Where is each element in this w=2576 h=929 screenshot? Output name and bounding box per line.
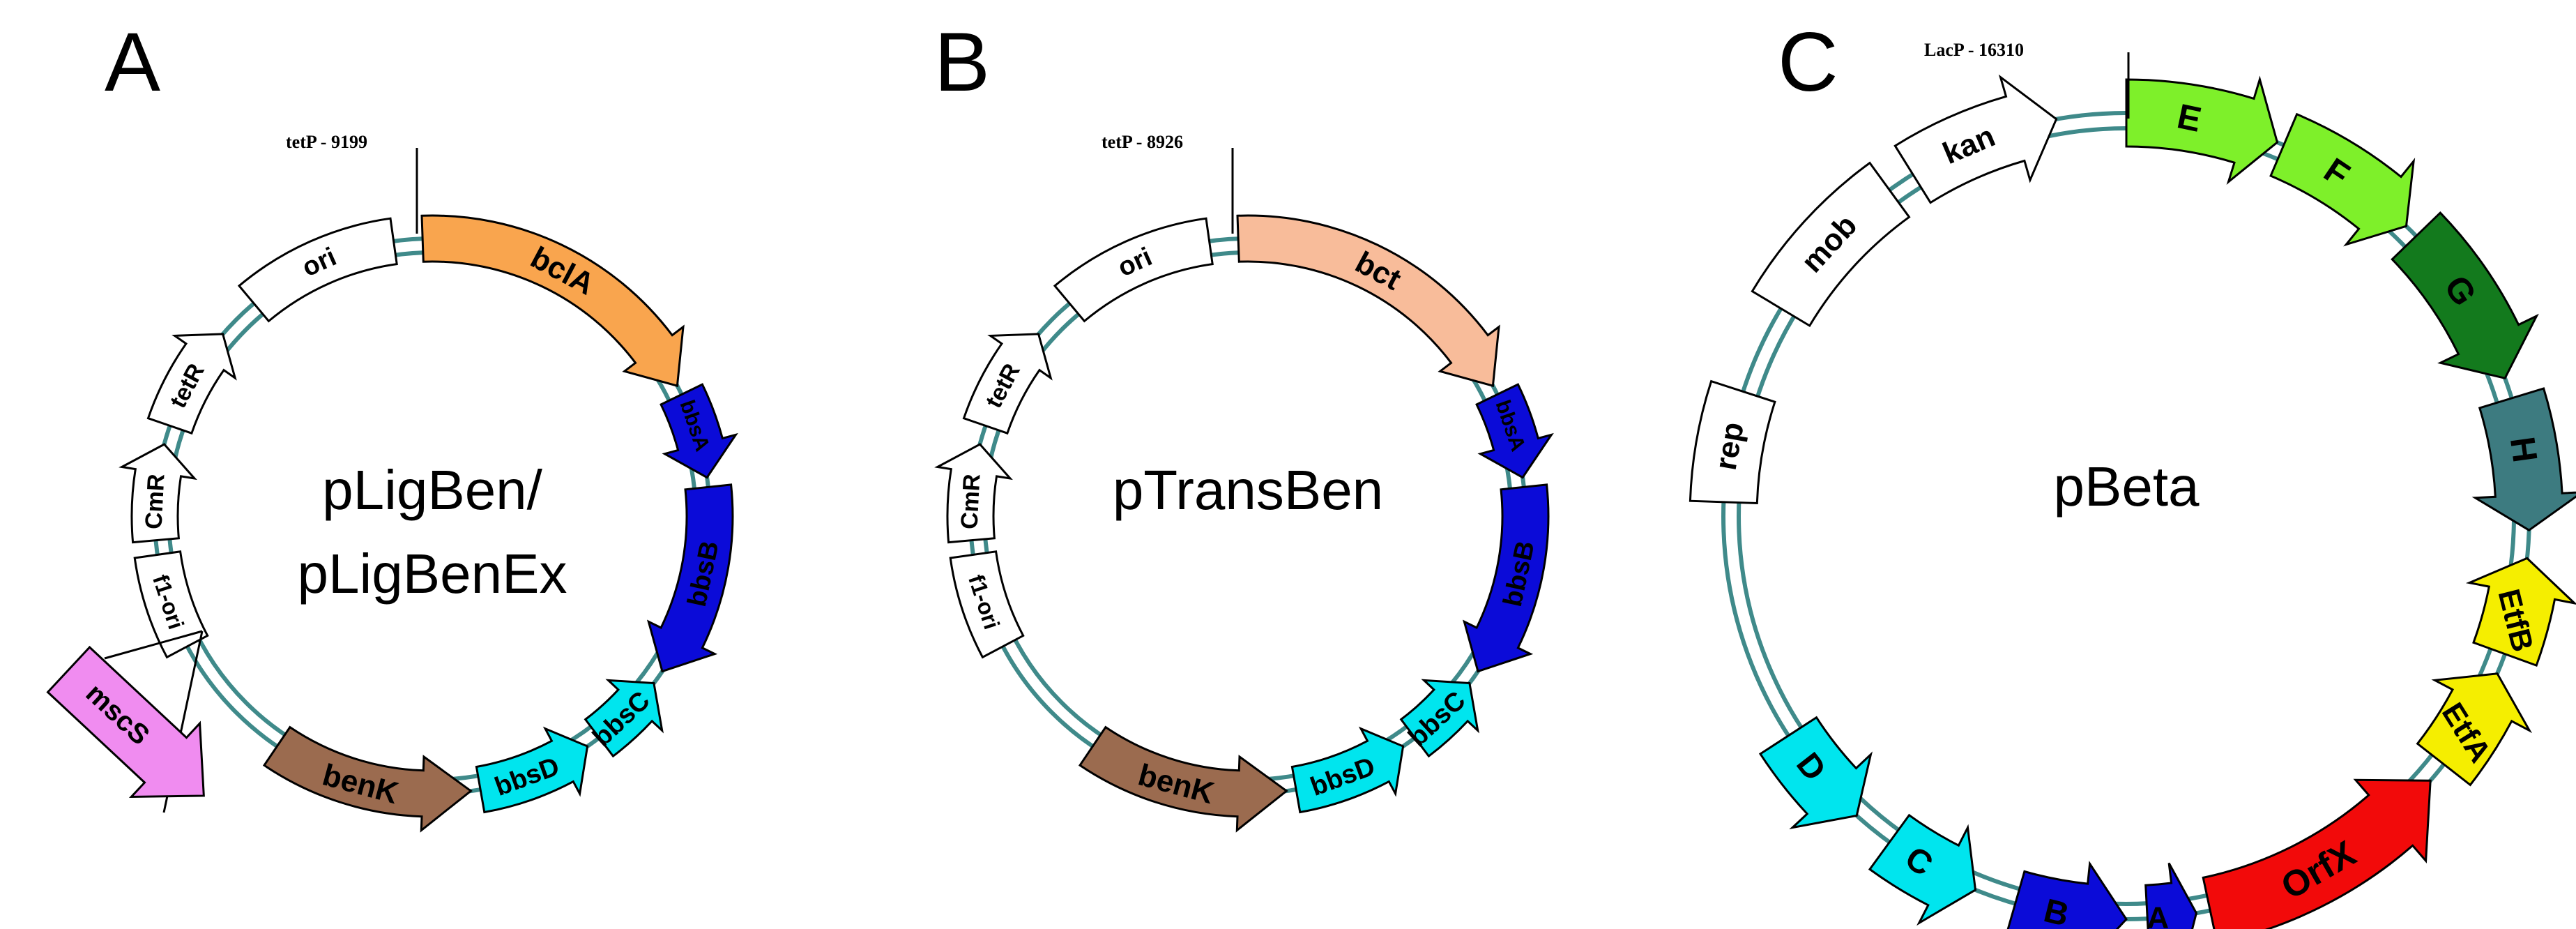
gene-benk: benK [262, 725, 473, 833]
gene-kan-arrow [1893, 74, 2058, 204]
gene-bbsc-arrow [584, 679, 664, 758]
gene-bbsd: bbsD [475, 726, 589, 814]
gene-etfb: EtfB [2465, 557, 2576, 667]
panel-a-letter: A [105, 15, 160, 109]
gene-ori-arrow [1053, 217, 1214, 323]
gene-bbsc-arrow [1399, 679, 1479, 758]
gene-bbsb-arrow [646, 483, 734, 673]
gene-orfx-arrow [2202, 778, 2432, 929]
panel-a-plasmid-name-line-1: pLigBen/ [322, 459, 543, 521]
gene-orfx: OrfX [2202, 778, 2432, 929]
gene-e-arrow [2125, 75, 2279, 185]
gene-bbsd-arrow [475, 726, 589, 814]
gene-a-arrow [2144, 862, 2197, 929]
gene-cmr-label: CmR [956, 474, 985, 530]
panel-a-promoter-label: tetP - 9199 [286, 132, 367, 152]
gene-e: E [2125, 75, 2279, 185]
gene-d-arrow [1758, 716, 1873, 830]
gene-f: F [2269, 112, 2416, 247]
gene-f1-ori-arrow [133, 550, 209, 659]
gene-etfb-arrow [2465, 557, 2576, 667]
gene-cmr: CmR [934, 443, 1013, 544]
gene-bbsa: bbsA [1475, 383, 1554, 479]
gene-rep-label: rep [1709, 420, 1751, 473]
gene-benk-arrow [262, 725, 473, 833]
gene-h-arrow [2471, 387, 2576, 531]
gene-ori: ori [1053, 217, 1214, 323]
gene-cmr-arrow [934, 443, 1013, 544]
gene-bcla-arrow [420, 214, 685, 388]
panel-a-plasmid-name-line-2: pLigBenEx [298, 543, 567, 605]
gene-b-arrow [2006, 861, 2128, 929]
gene-rep: rep [1689, 379, 1776, 505]
gene-bbsd-arrow [1290, 726, 1405, 814]
gene-bbsb: bbsB [646, 483, 734, 673]
gene-cmr: CmR [119, 443, 197, 544]
gene-ori: ori [237, 217, 398, 323]
gene-c: C [1868, 813, 1977, 926]
gene-bbsd: bbsD [1290, 726, 1405, 814]
gene-kan: kan [1893, 74, 2058, 204]
gene-tetr: tetR [146, 333, 237, 435]
gene-bbsc: bbsC [584, 679, 664, 758]
gene-h: H [2471, 387, 2576, 531]
mscS-arrow [46, 645, 205, 798]
gene-tetr-arrow [962, 333, 1053, 435]
gene-g: G [2391, 211, 2539, 380]
mscS-link-line-1 [104, 630, 203, 660]
gene-f1-ori: f1-ori [949, 550, 1025, 659]
panel-c-plasmid-name: pBeta [2053, 455, 2200, 518]
gene-bct: bct [1236, 214, 1500, 388]
gene-tetr-arrow [146, 333, 237, 435]
gene-etfa: EtfA [2416, 672, 2533, 787]
gene-bbsc: bbsC [1399, 679, 1479, 758]
gene-ori-arrow [237, 217, 398, 323]
gene-benk-arrow [1078, 725, 1288, 833]
gene-rep-arrow [1689, 379, 1776, 505]
gene-mscS: mscS [46, 630, 205, 813]
panel-b-promoter-label: tetP - 8926 [1102, 132, 1183, 152]
gene-cmr-label: CmR [140, 474, 169, 530]
gene-f1-ori-arrow [949, 550, 1025, 659]
gene-f-arrow [2269, 112, 2416, 247]
gene-benk: benK [1078, 725, 1288, 833]
gene-f1-ori: f1-ori [133, 550, 209, 659]
gene-etfa-arrow [2416, 672, 2533, 787]
gene-bbsa: bbsA [660, 383, 738, 479]
gene-bbsa-arrow [660, 383, 738, 479]
gene-bct-arrow [1236, 214, 1500, 388]
panel-c-letter: C [1778, 15, 1838, 109]
gene-bcla: bclA [420, 214, 685, 388]
gene-c-arrow [1868, 813, 1977, 926]
panel-c-promoter-label: LacP - 16310 [1924, 40, 2024, 60]
gene-h-label: H [2503, 435, 2545, 465]
gene-d: D [1758, 716, 1873, 830]
gene-a: A [2144, 862, 2197, 929]
gene-tetr: tetR [962, 333, 1053, 435]
gene-a-label: A [2147, 901, 2169, 929]
gene-bbsb-arrow [1462, 483, 1550, 673]
gene-b: B [2006, 861, 2128, 929]
panel-b-letter: B [934, 15, 990, 109]
gene-bbsb: bbsB [1462, 483, 1550, 673]
gene-bbsa-arrow [1475, 383, 1554, 479]
gene-g-arrow [2391, 211, 2539, 380]
gene-cmr-arrow [119, 443, 197, 544]
gene-mob-arrow [1751, 161, 1911, 328]
panel-b-plasmid-name: pTransBen [1113, 459, 1383, 521]
gene-mob: mob [1751, 161, 1911, 328]
